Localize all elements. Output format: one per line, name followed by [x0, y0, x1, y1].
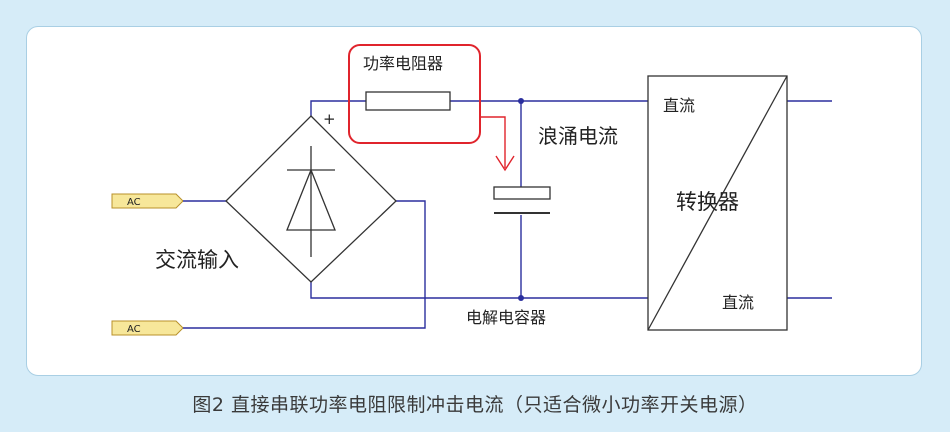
wires — [183, 98, 832, 329]
plus-sign: + — [323, 110, 336, 128]
ac-tag-bottom-label: AC — [127, 324, 141, 335]
ac-tag-bottom: AC — [111, 320, 184, 336]
ac-input-label: 交流输入 — [155, 248, 239, 272]
converter-block — [647, 75, 788, 331]
power-resistor — [365, 91, 451, 111]
surge-arrow — [480, 116, 515, 172]
power-resistor-label: 功率电阻器 — [363, 54, 443, 73]
electrolytic-capacitor — [493, 186, 551, 214]
bridge-rectifier — [225, 115, 397, 283]
dc-bottom-label: 直流 — [722, 293, 754, 312]
dc-top-label: 直流 — [663, 96, 695, 115]
ac-tag-top-label: AC — [127, 197, 141, 208]
resistor-highlight-box — [348, 44, 481, 144]
converter-label: 转换器 — [676, 190, 739, 214]
ac-tag-top: AC — [111, 193, 184, 209]
electrolytic-capacitor-label: 电解电容器 — [466, 308, 546, 327]
surge-current-label: 浪涌电流 — [538, 124, 618, 148]
figure-caption: 图2 直接串联功率电阻限制冲击电流（只适合微小功率开关电源） — [192, 394, 758, 416]
